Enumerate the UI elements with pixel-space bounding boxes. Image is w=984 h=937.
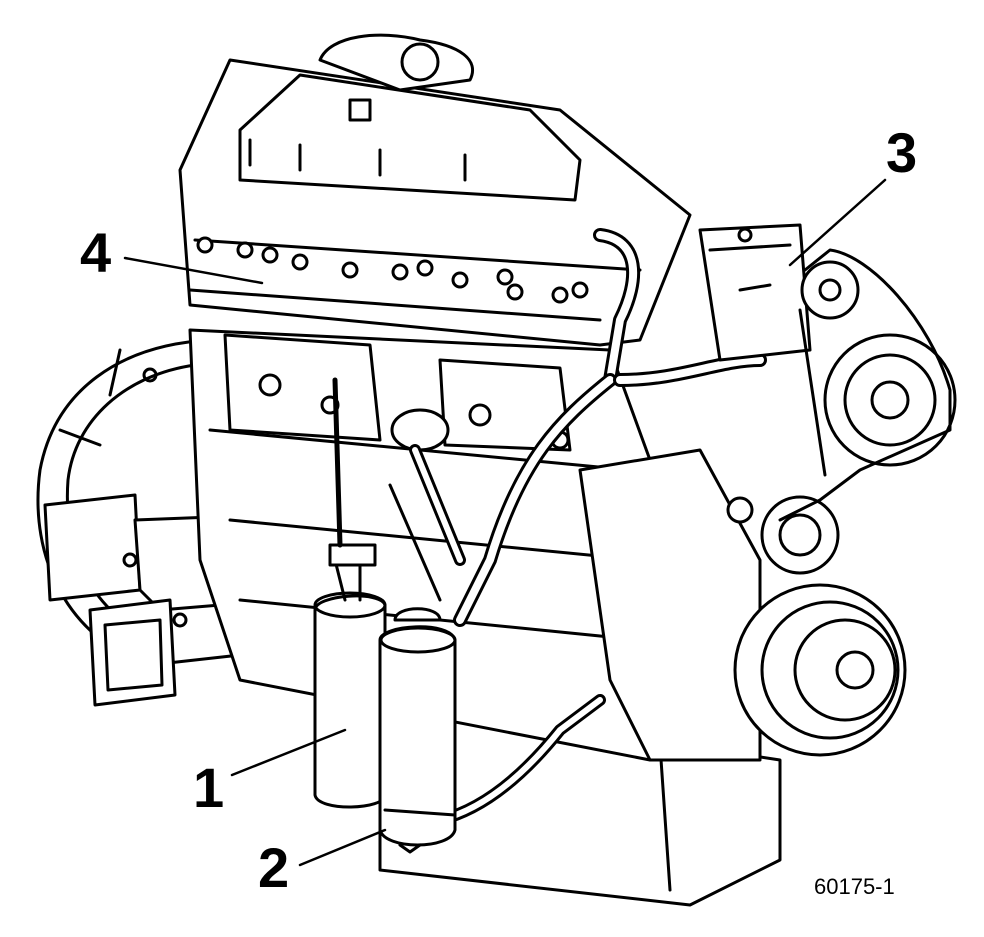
- figure-id: 60175-1: [814, 874, 895, 899]
- drive-belt: [778, 248, 952, 522]
- leader-line-2: [298, 828, 387, 867]
- oil-filler: [388, 408, 466, 602]
- callout-2: 2: [258, 836, 290, 899]
- head-bolts: [196, 236, 589, 304]
- callout-3: 3: [886, 121, 918, 184]
- alternator: [698, 223, 812, 362]
- turbocharger: [318, 33, 474, 92]
- callout-4: 4: [80, 221, 112, 284]
- front-pulleys: [578, 260, 957, 762]
- leader-line-3: [788, 178, 887, 267]
- fuel-filter: [313, 377, 387, 809]
- callout-1: 1: [193, 756, 225, 819]
- leader-line-1: [230, 728, 347, 777]
- leader-line-4: [123, 256, 264, 285]
- engine-block: [188, 328, 652, 762]
- oil-filter: [378, 607, 457, 854]
- leader-lines: [123, 178, 887, 867]
- valve-cover: [178, 58, 692, 347]
